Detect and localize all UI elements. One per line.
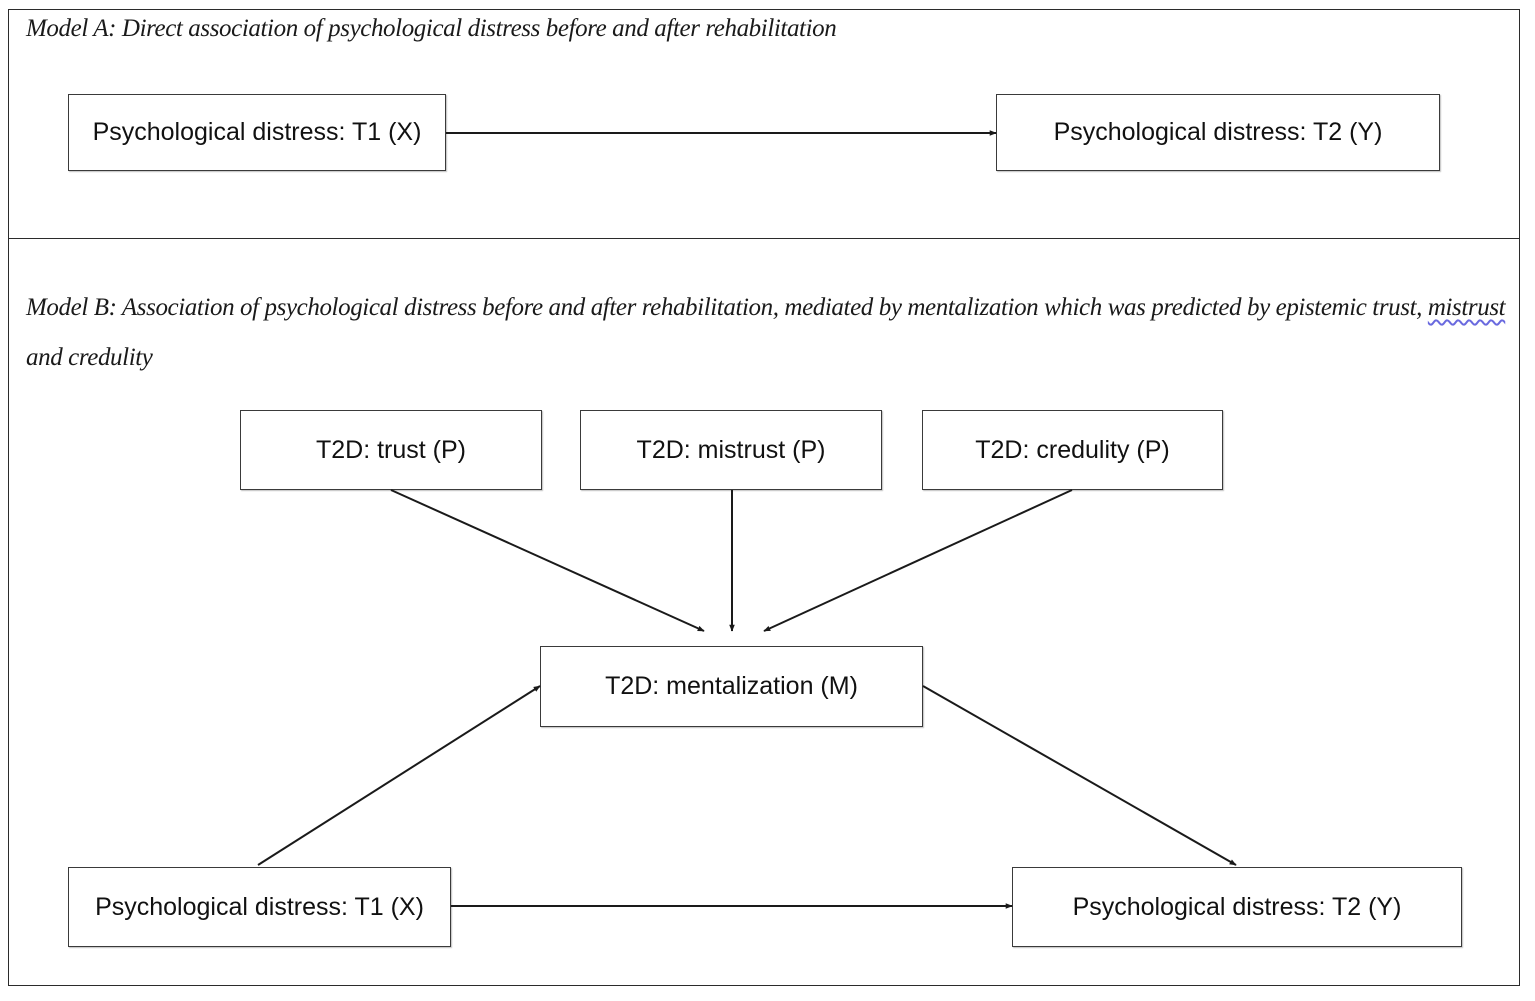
model-b-node-y-label: Psychological distress: T2 (Y): [1072, 892, 1402, 921]
arrow-x-to-mentalization: [257, 685, 541, 866]
model-b-node-mentalization-label: T2D: mentalization (M): [605, 672, 858, 700]
figure-frame: [8, 9, 1520, 986]
model-b-caption-line2: and credulity: [26, 344, 153, 371]
model-b-caption-line1: Model B: Association of psychological di…: [26, 294, 1506, 321]
model-b-node-y: Psychological distress: T2 (Y): [1012, 867, 1462, 947]
panel-divider: [8, 238, 1520, 239]
model-b-node-trust-label: T2D: trust (P): [315, 435, 466, 464]
model-a-node-y-label: Psychological distress: T2 (Y): [1053, 118, 1383, 146]
model-b-node-mentalization: T2D: mentalization (M): [540, 646, 923, 727]
model-b-node-credulity-label: T2D: credulity (P): [975, 435, 1170, 464]
model-a-caption: Model A: Direct association of psycholog…: [26, 15, 837, 42]
arrow-trust-to-mentalization: [390, 489, 705, 632]
model-b-node-mistrust-label: T2D: mistrust (P): [636, 435, 826, 464]
model-b-node-credulity: T2D: credulity (P): [922, 410, 1223, 490]
model-a-node-y: Psychological distress: T2 (Y): [996, 94, 1440, 171]
model-b-caption-prefix: Model B: Association of psychological di…: [26, 294, 1428, 321]
model-a-node-x-label: Psychological distress: T1 (X): [92, 118, 422, 146]
arrow-credulity-to-mentalization: [763, 489, 1073, 632]
model-b-node-mistrust: T2D: mistrust (P): [580, 410, 882, 490]
arrow-mentalization-to-y: [922, 685, 1237, 866]
model-b-caption-underlined-word: mistrust: [1427, 294, 1506, 321]
model-b-node-x-label: Psychological distress: T1 (X): [95, 892, 424, 921]
model-b-node-trust: T2D: trust (P): [240, 410, 542, 490]
model-a-node-x: Psychological distress: T1 (X): [68, 94, 446, 171]
model-b-node-x: Psychological distress: T1 (X): [68, 867, 451, 947]
